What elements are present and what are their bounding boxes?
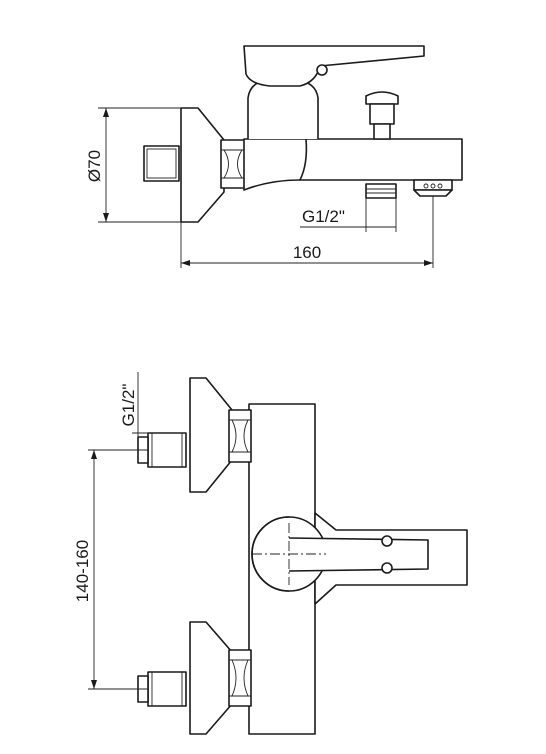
front-upper-flange [189, 377, 233, 493]
side-thread-label: G1/2" [302, 207, 345, 226]
side-view: Ø70 G1/2" 160 [85, 45, 463, 268]
front-thread-label: G1/2" [119, 384, 138, 427]
front-centers-dimension: 140-160 [73, 449, 148, 690]
side-hex-nut [220, 139, 246, 189]
side-inlet-square [143, 145, 180, 182]
front-lever-arm [288, 537, 429, 572]
side-mixer-body [243, 138, 463, 191]
side-bottom-outlet [365, 183, 397, 199]
side-thread-dimension: G1/2" [300, 198, 397, 232]
front-view: G1/2" 140-160 [73, 372, 468, 735]
side-length-label: 160 [293, 243, 321, 262]
front-lower-hex-nut [228, 649, 252, 707]
side-diverter-knob [365, 91, 399, 140]
front-centers-label: 140-160 [73, 540, 92, 602]
front-upper-hex-nut [228, 409, 252, 463]
front-thread-dimension: G1/2" [119, 372, 186, 437]
front-lower-flange [189, 621, 233, 735]
side-diameter-dimension: Ø70 [85, 107, 181, 223]
side-diameter-label: Ø70 [85, 150, 104, 182]
side-cartridge-housing [247, 79, 319, 139]
side-lever-handle [243, 45, 425, 87]
side-wall-flange [180, 107, 225, 223]
side-length-dimension: 160 [180, 196, 434, 268]
side-aerator [413, 179, 453, 197]
